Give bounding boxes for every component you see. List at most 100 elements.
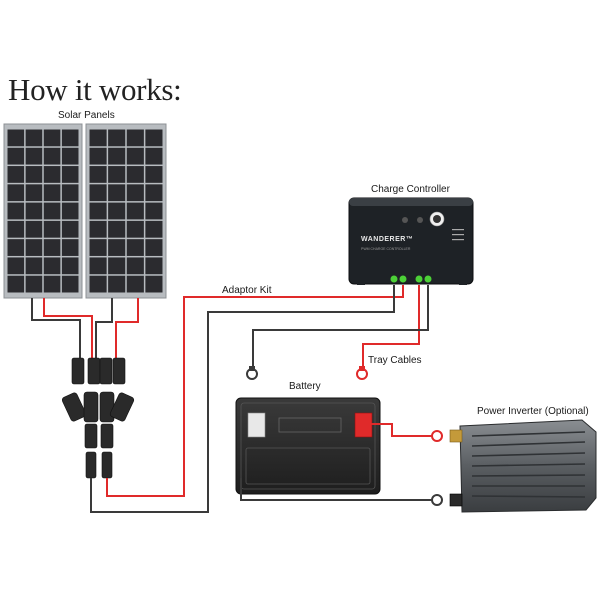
solar-cell	[89, 275, 107, 293]
solar-cell	[89, 202, 107, 220]
solar-cell	[25, 147, 43, 165]
solar-cell	[43, 239, 61, 256]
battery-ring-terminals	[246, 366, 368, 380]
solar-cell	[25, 239, 43, 256]
solar-cell	[108, 220, 126, 238]
controller-model-text: PWM CHARGE CONTROLLER	[361, 247, 411, 251]
power-inverter	[449, 419, 597, 513]
solar-cell	[61, 129, 79, 147]
battery	[235, 397, 381, 495]
solar-cell	[7, 184, 25, 202]
panel-leads	[31, 298, 139, 360]
adaptor-kit-label: Adaptor Kit	[222, 285, 272, 296]
solar-cell	[145, 220, 163, 238]
solar-cell	[7, 147, 25, 165]
solar-cell	[89, 257, 107, 275]
solar-cell	[61, 257, 79, 275]
solar-cell	[7, 129, 25, 147]
solar-cell	[126, 257, 144, 275]
solar-cell	[108, 166, 126, 183]
controller-terminals	[390, 275, 432, 283]
inverter-negative-wire	[240, 478, 432, 501]
solar-cell	[145, 166, 163, 183]
solar-panel-left-cells	[7, 129, 79, 293]
solar-cell	[145, 147, 163, 165]
solar-cell	[43, 257, 61, 275]
solar-cell	[89, 239, 107, 256]
solar-cell	[61, 275, 79, 293]
charge-controller-label: Charge Controller	[371, 184, 450, 195]
solar-cell	[126, 184, 144, 202]
solar-cell	[25, 275, 43, 293]
solar-cell	[25, 184, 43, 202]
solar-cell	[43, 147, 61, 165]
solar-cell	[126, 220, 144, 238]
solar-cell	[126, 147, 144, 165]
adaptor-kit-positive-wire	[106, 285, 404, 497]
solar-cell	[145, 239, 163, 256]
controller-brand-logo: WANDERER™	[361, 236, 414, 243]
solar-cell	[89, 184, 107, 202]
solar-cell	[89, 220, 107, 238]
solar-cell	[108, 202, 126, 220]
solar-cell	[61, 184, 79, 202]
tray-cable-negative	[252, 285, 429, 366]
solar-cell	[25, 257, 43, 275]
inverter-ring-terminals	[431, 430, 443, 506]
solar-cell	[7, 239, 25, 256]
solar-cell	[145, 202, 163, 220]
solar-cell	[126, 129, 144, 147]
solar-cell	[61, 202, 79, 220]
solar-cell	[43, 166, 61, 183]
solar-cell	[89, 166, 107, 183]
solar-cell	[43, 202, 61, 220]
solar-cell	[43, 220, 61, 238]
solar-cell	[43, 275, 61, 293]
solar-cell	[7, 166, 25, 183]
solar-cell	[61, 220, 79, 238]
page-title: How it works:	[8, 72, 182, 107]
battery-label: Battery	[289, 381, 321, 392]
solar-cell	[43, 184, 61, 202]
solar-cell	[126, 166, 144, 183]
inverter-positive-wire	[365, 423, 432, 437]
solar-cell	[89, 147, 107, 165]
solar-cell	[61, 147, 79, 165]
solar-cell	[126, 239, 144, 256]
solar-panel-left	[3, 123, 83, 299]
solar-cell	[145, 184, 163, 202]
solar-cell	[7, 275, 25, 293]
solar-cell	[43, 129, 61, 147]
solar-cell	[89, 129, 107, 147]
tray-cables-label: Tray Cables	[368, 355, 422, 366]
solar-panel-right	[85, 123, 167, 299]
solar-panel-right-cells	[89, 129, 163, 293]
solar-cell	[7, 202, 25, 220]
solar-cell	[25, 129, 43, 147]
solar-cell	[145, 275, 163, 293]
power-inverter-label: Power Inverter (Optional)	[477, 406, 589, 417]
solar-cell	[25, 220, 43, 238]
mc4-connectors	[61, 357, 135, 479]
solar-panels-label: Solar Panels	[58, 110, 115, 121]
solar-cell	[108, 184, 126, 202]
solar-cell	[61, 239, 79, 256]
solar-cell	[108, 239, 126, 256]
solar-cell	[108, 147, 126, 165]
solar-cell	[108, 129, 126, 147]
solar-cell	[126, 202, 144, 220]
solar-cell	[7, 220, 25, 238]
solar-cell	[108, 257, 126, 275]
charge-controller	[348, 197, 474, 285]
solar-cell	[61, 166, 79, 183]
solar-cell	[25, 202, 43, 220]
solar-cell	[145, 129, 163, 147]
solar-cell	[108, 275, 126, 293]
tray-cable-positive	[362, 285, 420, 366]
adaptor-kit-negative-wire	[90, 285, 395, 513]
solar-cell	[126, 275, 144, 293]
solar-cell	[25, 166, 43, 183]
solar-cell	[7, 257, 25, 275]
